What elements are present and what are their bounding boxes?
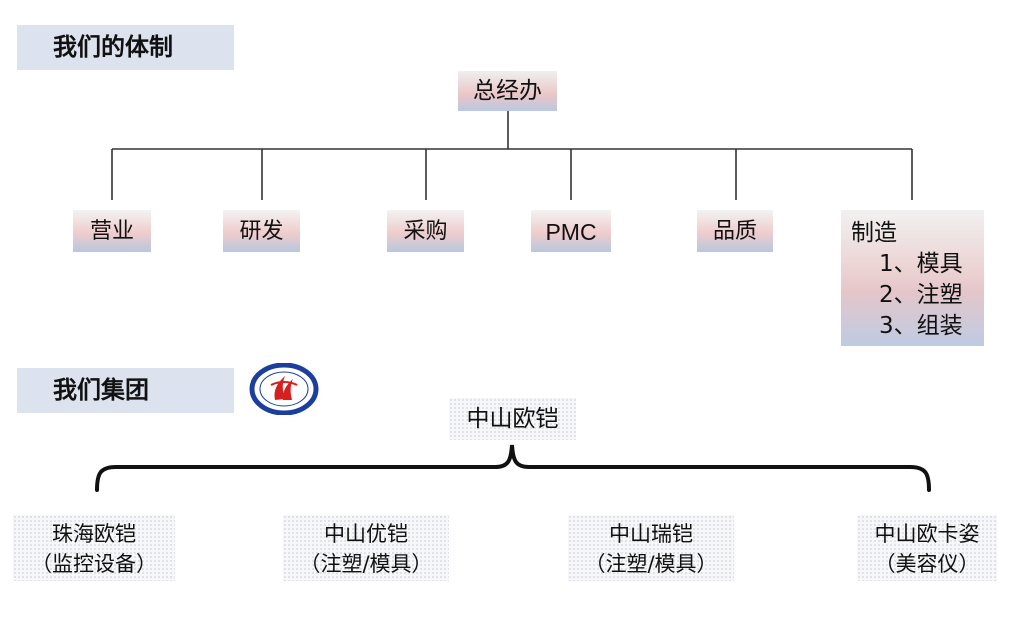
node-purchasing: 采购 <box>387 210 464 252</box>
manufacturing-title: 制造 <box>851 220 897 246</box>
node-quality: 品质 <box>697 210 773 252</box>
company-desc: （监控设备） <box>31 552 157 576</box>
node-sales: 营业 <box>73 210 151 252</box>
node-general-office: 总经办 <box>458 71 557 111</box>
company-card: 中山优铠 （注塑/模具） <box>283 515 449 581</box>
company-name: 中山欧卡姿 <box>874 522 980 546</box>
node-manufacturing: 制造 1、模具 2、注塑 3、组装 <box>841 210 984 346</box>
manufacturing-item-assembly: 3、组装 <box>879 313 963 339</box>
company-card: 中山欧卡姿 （美容仪） <box>857 515 997 581</box>
section-title-group: 我们集团 <box>17 368 234 413</box>
manufacturing-item-mold: 1、模具 <box>879 251 963 277</box>
group-brace <box>95 444 931 492</box>
company-desc: （注塑/模具） <box>299 552 433 576</box>
node-rnd: 研发 <box>223 210 300 252</box>
company-name: 珠海欧铠 <box>52 522 136 546</box>
company-card: 中山瑞铠 （注塑/模具） <box>568 515 734 581</box>
company-desc: （美容仪） <box>874 552 980 576</box>
company-card: 珠海欧铠 （监控设备） <box>13 515 175 581</box>
company-name: 中山优铠 <box>324 522 408 546</box>
company-desc: （注塑/模具） <box>584 552 718 576</box>
node-group-hq: 中山欧铠 <box>449 398 576 440</box>
company-name: 中山瑞铠 <box>609 522 693 546</box>
section-title-structure: 我们的体制 <box>17 25 234 70</box>
manufacturing-item-injection: 2、注塑 <box>879 282 963 308</box>
node-pmc: PMC <box>531 210 611 252</box>
hightech-enterprise-logo <box>249 363 319 415</box>
